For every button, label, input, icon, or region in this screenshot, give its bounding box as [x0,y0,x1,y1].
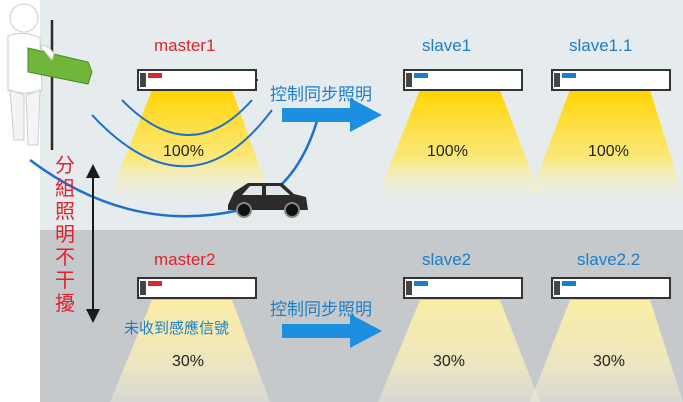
lamp-master2 [137,277,257,299]
beam-slave1 [378,90,540,195]
lamp-slave2-2 [551,277,671,299]
group-note-char: 不 [55,247,75,269]
sensor-wave-middle [91,109,273,168]
sync-arrow-bottom [282,314,382,348]
lamp-slave1 [403,69,523,91]
percent-slave2-2: 30% [593,353,626,370]
label-slave1-1: slave1.1 [569,36,633,55]
beam-slave1-1 [530,90,683,195]
sync-arrow-top [282,98,382,132]
percent-master2: 30% [172,353,205,370]
group-note-char: 照 [55,201,75,223]
double-arrow-icon [86,164,100,323]
sensor-wave-outer [29,109,322,218]
lamp-master1 [137,69,258,91]
percent-master1: 100% [163,143,204,160]
sync-label-top: 控制同步照明 [270,85,372,104]
group-note-vertical: 分 組 照 明 不 干 擾 [52,155,78,316]
label-master2: master2 [154,250,216,269]
beam-slave2 [378,300,540,402]
sync-label-bottom: 控制同步照明 [270,300,372,319]
percent-slave1: 100% [427,143,468,160]
percent-slave2: 30% [433,353,466,370]
beam-slave2-2 [530,300,683,402]
group-note-char: 擾 [55,293,75,315]
no-signal-label: 未收到感應信號 [124,320,230,337]
label-slave1: slave1 [422,36,472,55]
percent-slave1-1: 100% [588,143,629,160]
lamp-slave1-1 [551,69,671,91]
sensor-wave-inner [121,99,253,136]
beam-master2 [110,300,270,402]
group-note-char: 分 [55,155,75,177]
label-slave2-2: slave2.2 [577,250,641,269]
lamp-slave2 [403,277,523,299]
figure-with-sign-icon [7,3,93,150]
car-icon [228,183,308,218]
label-master1: master1 [154,36,216,55]
group-note-char: 組 [55,178,75,200]
beam-master1 [110,90,270,195]
group-note-char: 明 [55,224,75,246]
label-slave2: slave2 [422,250,472,269]
group-note-char: 干 [55,270,75,292]
